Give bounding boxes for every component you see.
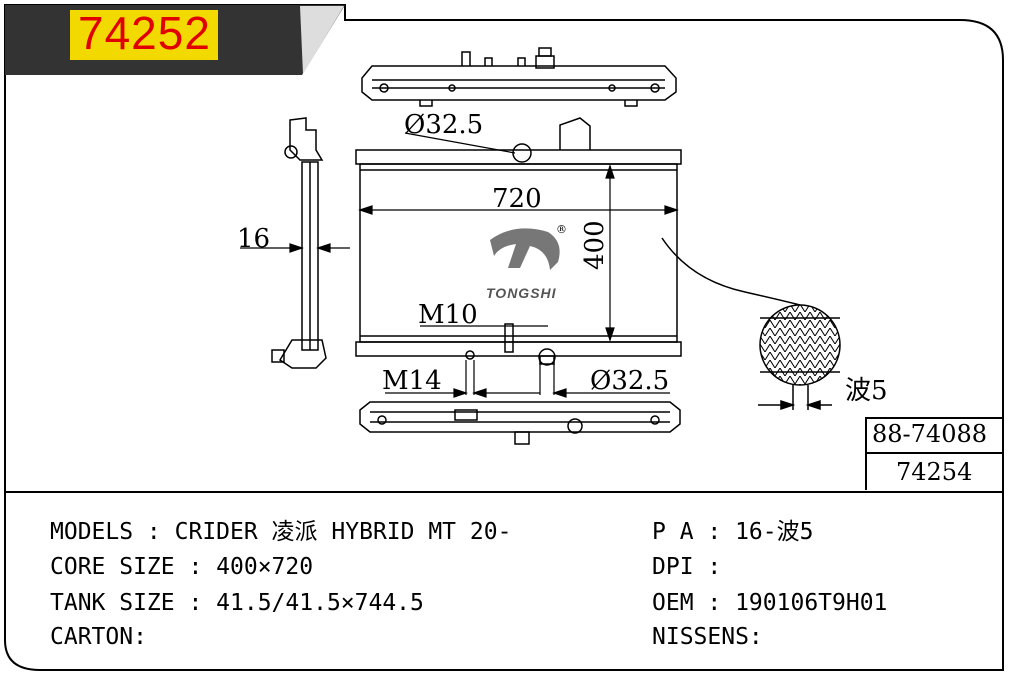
reference-number-2: 74254 xyxy=(896,458,973,486)
tongshi-logo xyxy=(490,228,560,270)
width-dimension: 720 xyxy=(492,184,542,214)
ref-box xyxy=(865,417,1003,490)
height-dimension: 400 xyxy=(580,220,610,270)
bottom-tank-view xyxy=(359,401,681,445)
side-view xyxy=(271,117,327,369)
brand-name: TONGSHI xyxy=(486,285,557,301)
spec-dpi: DPI : xyxy=(652,554,722,580)
spec-tank-size: TANK SIZE : 41.5/41.5×744.5 xyxy=(50,590,424,616)
drain-thread: M10 xyxy=(418,300,478,330)
part-number-label-bg xyxy=(70,10,218,60)
part-number-banner-shade xyxy=(300,6,344,74)
top-tank-view xyxy=(361,47,677,107)
front-view xyxy=(355,117,682,366)
spec-core-size: CORE SIZE : 400×720 xyxy=(50,554,314,580)
spec-nissens: NISSENS: xyxy=(652,624,763,650)
fin-detail xyxy=(661,237,841,411)
spec-models: MODELS : CRIDER 凌派 HYBRID MT 20- xyxy=(50,519,512,545)
inlet-diameter: Ø32.5 xyxy=(404,110,484,140)
reference-number-1: 88-74088 xyxy=(872,420,987,448)
spec-pa: P A : 16-波5 xyxy=(652,519,814,545)
fin-wave-label: 波5 xyxy=(845,376,888,406)
spec-oem: OEM : 190106T9H01 xyxy=(652,590,888,616)
thickness-dimension: 16 xyxy=(237,224,271,254)
outer-frame xyxy=(4,4,1004,671)
registered-mark: ® xyxy=(556,223,567,236)
dimension-lines xyxy=(240,132,679,398)
part-number: 74252 xyxy=(78,7,211,59)
outlet-diameter: Ø32.5 xyxy=(590,366,670,396)
plug-thread: M14 xyxy=(382,366,442,396)
spec-carton: CARTON: xyxy=(50,624,147,650)
